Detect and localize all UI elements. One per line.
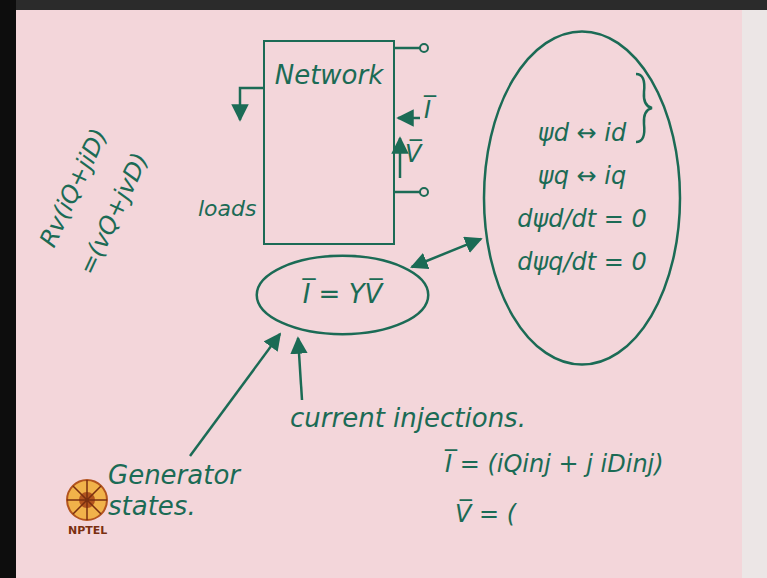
node-text: Network (275, 60, 384, 91)
terminal (420, 44, 428, 52)
terminal (420, 188, 428, 196)
load-label: loads (198, 196, 256, 222)
current-symbol: I̅ (424, 96, 431, 125)
paper-edge (742, 10, 767, 578)
network-box: Network (263, 40, 396, 245)
current-arrow (398, 117, 420, 120)
node-text: dψd/dt = 0 (517, 205, 647, 234)
logo-text: NPTEL (68, 524, 107, 537)
equation-note: V̅ = ( (455, 500, 516, 529)
pointer-arrow (190, 334, 280, 456)
machine-ellipse: ψd ↔ id ψq ↔ iq dψd/dt = 0 dψq/dt = 0 (482, 28, 682, 368)
voltage-symbol: V̅ (405, 140, 421, 169)
ellipse-outline (482, 28, 682, 368)
load-arrow (240, 88, 265, 120)
frame-edge (0, 0, 767, 10)
pointer-arrow (298, 338, 302, 400)
equation-note: I̅ = (iQinj + j iDinj) (445, 450, 664, 479)
terminal-wire (393, 191, 420, 194)
annotation: current injections. (290, 403, 526, 434)
double-arrow (412, 239, 481, 267)
nptel-logo (67, 480, 107, 520)
node-text: ψd ↔ id (538, 119, 626, 148)
node-text: dψq/dt = 0 (517, 248, 647, 277)
equation-ellipse: I̅ = YV̅ (255, 255, 430, 335)
frame-edge (0, 0, 16, 578)
node-text: ψq ↔ iq (538, 162, 626, 191)
voltage-arrow (399, 138, 402, 178)
terminal-wire (393, 47, 420, 50)
node-text: I̅ = YV̅ (303, 279, 383, 310)
curly-brace (636, 74, 652, 142)
annotation: Generator states. (108, 460, 248, 522)
